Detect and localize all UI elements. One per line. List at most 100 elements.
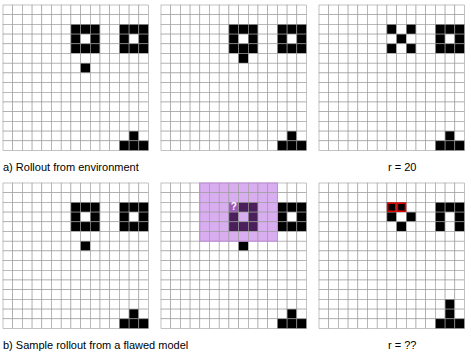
grid-cell bbox=[129, 280, 139, 290]
grid-cell bbox=[377, 232, 387, 242]
grid-cell bbox=[3, 212, 13, 222]
grid-cell bbox=[455, 44, 465, 54]
grid-cell bbox=[239, 222, 249, 232]
grid-cell bbox=[139, 212, 149, 222]
error-cell bbox=[397, 203, 405, 211]
grid-cell bbox=[129, 15, 139, 25]
grid-cell bbox=[110, 121, 120, 131]
grid-cell bbox=[52, 73, 62, 83]
grid-cell bbox=[180, 232, 190, 242]
grid-cell bbox=[71, 261, 81, 271]
grid-cell bbox=[71, 5, 81, 15]
uncertain-region bbox=[200, 183, 278, 241]
grid-cell bbox=[329, 280, 339, 290]
grid-cell bbox=[377, 44, 387, 54]
grid-cell bbox=[406, 280, 416, 290]
grid-cell bbox=[219, 92, 229, 102]
grid-cell bbox=[161, 34, 171, 44]
grid-cell bbox=[52, 5, 62, 15]
grid-cell bbox=[397, 319, 407, 329]
grid-cell bbox=[61, 319, 71, 329]
grid-cell bbox=[61, 261, 71, 271]
grid-cell bbox=[22, 261, 32, 271]
grid-cell bbox=[42, 44, 52, 54]
grid-cell bbox=[61, 5, 71, 15]
grid-cell bbox=[329, 141, 339, 151]
grid-cell bbox=[210, 261, 220, 271]
grid-cell bbox=[435, 232, 445, 242]
grid-cell bbox=[13, 261, 23, 271]
grid-cell bbox=[248, 183, 258, 193]
grid-cell bbox=[277, 141, 287, 151]
grid-cell bbox=[368, 261, 378, 271]
grid-cell bbox=[319, 34, 329, 44]
grid-cell bbox=[268, 232, 278, 242]
grid-cell bbox=[171, 92, 181, 102]
grid-cell bbox=[90, 141, 100, 151]
grid-cell bbox=[13, 212, 23, 222]
grid-cell bbox=[406, 73, 416, 83]
grid-cell bbox=[358, 15, 368, 25]
grid-cell bbox=[455, 63, 465, 73]
grid-cell bbox=[239, 112, 249, 122]
grid-cell bbox=[397, 54, 407, 64]
grid-cell bbox=[3, 5, 13, 15]
grid-cell bbox=[338, 83, 348, 93]
grid-cell bbox=[180, 73, 190, 83]
grid-cell bbox=[239, 280, 249, 290]
grid-cell bbox=[219, 241, 229, 251]
grid-cell bbox=[455, 73, 465, 83]
grid-cell bbox=[368, 92, 378, 102]
grid-cell bbox=[338, 102, 348, 112]
grid-cell bbox=[358, 280, 368, 290]
grid-cell bbox=[161, 309, 171, 319]
grid-cell bbox=[426, 261, 436, 271]
grid-cell bbox=[180, 131, 190, 141]
grid-cell bbox=[129, 299, 139, 309]
grid-cell bbox=[277, 54, 287, 64]
grid-cell bbox=[219, 24, 229, 34]
grid-cell bbox=[416, 44, 426, 54]
grid-cell bbox=[219, 121, 229, 131]
grid-cell bbox=[139, 34, 149, 44]
grid-cell bbox=[319, 232, 329, 242]
grid-cell bbox=[3, 15, 13, 25]
grid-cell bbox=[71, 34, 81, 44]
grid-cell bbox=[110, 241, 120, 251]
grid-cell bbox=[445, 63, 455, 73]
grid-cell bbox=[387, 183, 397, 193]
grid-cell bbox=[248, 54, 258, 64]
grid-cell bbox=[258, 270, 268, 280]
grid-cell bbox=[32, 141, 42, 151]
grid-cell bbox=[22, 102, 32, 112]
grid-cell bbox=[348, 63, 358, 73]
grid-cell bbox=[277, 202, 287, 212]
grid-cell bbox=[190, 131, 200, 141]
grid-cell bbox=[258, 24, 268, 34]
grid-cell bbox=[42, 290, 52, 300]
error-cell bbox=[388, 203, 396, 211]
grid-cell bbox=[52, 54, 62, 64]
grid-cell bbox=[13, 44, 23, 54]
grid-cell bbox=[445, 232, 455, 242]
grid-cell bbox=[90, 83, 100, 93]
grid-cell bbox=[338, 202, 348, 212]
grid-cell bbox=[71, 212, 81, 222]
grid-cell bbox=[210, 131, 220, 141]
grid-cell bbox=[71, 299, 81, 309]
grid-cell bbox=[219, 73, 229, 83]
grid-cell bbox=[348, 309, 358, 319]
grid-cell bbox=[32, 319, 42, 329]
grid-cell bbox=[338, 270, 348, 280]
grid-cell bbox=[329, 44, 339, 54]
grid-cell bbox=[229, 319, 239, 329]
grid-cell bbox=[435, 131, 445, 141]
grid-cell bbox=[406, 319, 416, 329]
grid-cell bbox=[277, 121, 287, 131]
grid-cell bbox=[3, 193, 13, 203]
grid-cell bbox=[161, 241, 171, 251]
grid-cell bbox=[3, 241, 13, 251]
grid-cell bbox=[229, 141, 239, 151]
grid-cell bbox=[190, 251, 200, 261]
grid-cell bbox=[248, 241, 258, 251]
